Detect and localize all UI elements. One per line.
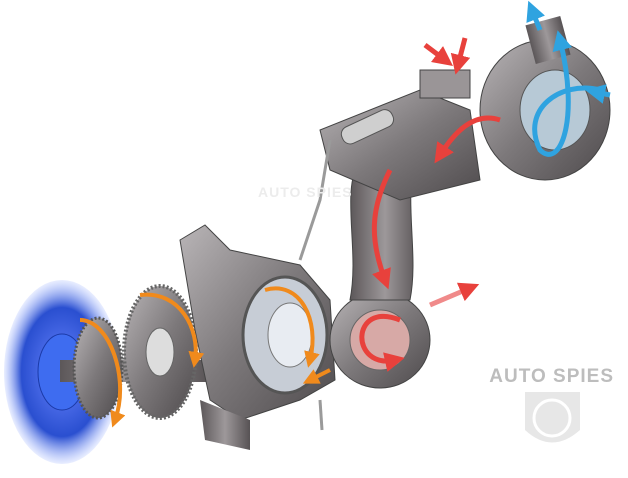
watermark-text: AUTO SPIES (489, 366, 614, 387)
oil-line (298, 139, 332, 261)
large-gear-hub (145, 327, 175, 377)
rotation-arrow-shaft (302, 368, 331, 384)
rotation-arrow-flywheel (79, 318, 126, 428)
watermark-faint: AUTO SPIES (258, 184, 353, 200)
exhaust-arrow-turbine (359, 313, 405, 372)
intake-arrow-right (585, 84, 611, 104)
intake-arrow-top (526, 0, 545, 31)
rotation-arrow-coupling (264, 286, 320, 368)
outlet-pipe (200, 400, 250, 450)
exhaust-arrow-out (429, 282, 480, 308)
intake-arrow-spiral (532, 30, 601, 157)
exhaust-arrow-in-1 (423, 43, 453, 66)
intake-flange (419, 69, 471, 99)
exhaust-arrow-down (371, 168, 393, 290)
autospies-logo (525, 392, 580, 443)
oil-line-2 (318, 399, 324, 431)
small-gear (72, 316, 124, 420)
rotation-arrow-gear (139, 292, 205, 368)
exhaust-arrow-turbo (434, 115, 501, 164)
actuator (340, 109, 395, 145)
exhaust-arrow-in-2 (450, 37, 471, 75)
turbocharger-compressor (519, 69, 591, 151)
